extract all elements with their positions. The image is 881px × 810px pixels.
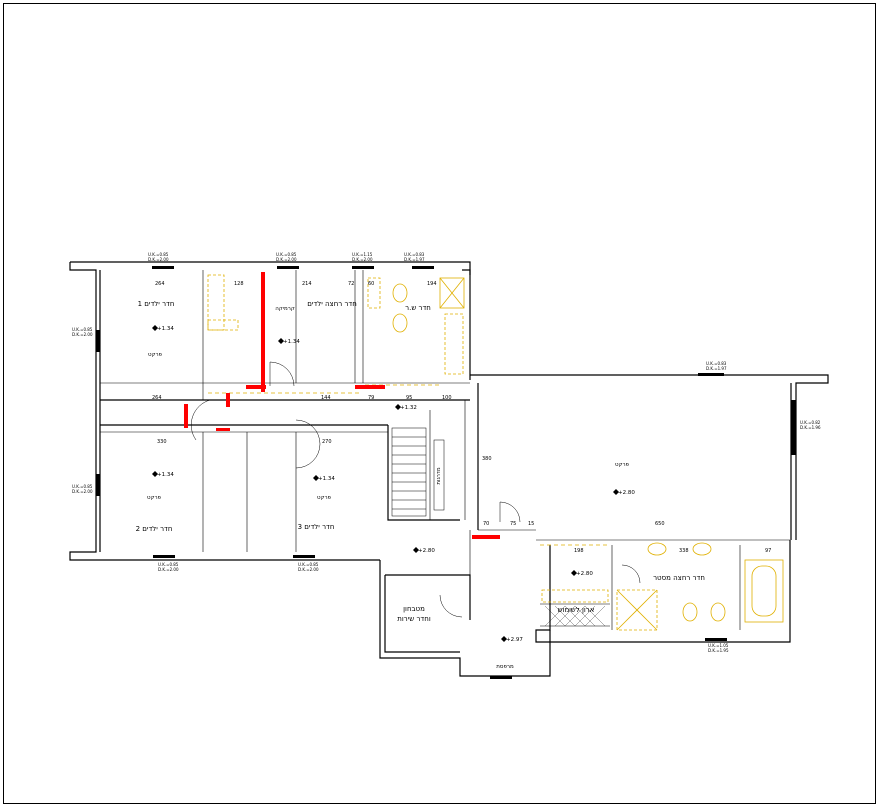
dimension: 198	[574, 548, 584, 554]
dimension-labels: 264 128 214 72 60 194 264 144 79 95 100 …	[152, 281, 771, 554]
level-markers: +1.34 +1.34 +1.34 +1.34 +1.32 +2.80 +2.8…	[157, 326, 635, 643]
dimension: 194	[427, 281, 437, 287]
demolished-walls	[184, 272, 500, 539]
level-marker: +1.34	[283, 339, 300, 345]
room-label: מרפסת	[496, 664, 514, 670]
room-label: חדר רחצה מסטר	[653, 574, 705, 582]
stairs-label: מדרגות	[436, 467, 442, 484]
dimension: 264	[152, 395, 162, 401]
window-dk: D.K.=2.00	[148, 257, 169, 262]
room-label: חדר ילדים 2	[136, 525, 173, 533]
dimension: 144	[321, 395, 331, 401]
window-dk: D.K.=1.97	[404, 257, 425, 262]
window-dk: D.K.=1.97	[706, 366, 727, 371]
window-dk: D.K.=2.00	[158, 567, 179, 572]
level-marker: +2.97	[506, 637, 523, 643]
level-marker: +1.34	[157, 326, 174, 332]
room-finish: פרקט	[148, 352, 163, 358]
room-finish: קרמיקה	[275, 306, 295, 312]
room-label: חדר ילדים 1	[138, 300, 175, 308]
dimension: 100	[442, 395, 452, 401]
dimension: 95	[406, 395, 412, 401]
sanitary-fixtures	[207, 274, 784, 631]
dimension: 214	[302, 281, 312, 287]
window-marks	[96, 266, 796, 679]
room-finish: פרקט	[147, 495, 162, 501]
room-label: חדר ילדים 3	[298, 523, 335, 531]
window-uk: U.K.=0.85	[72, 484, 93, 489]
window-uk: U.K.=0.83	[706, 361, 727, 366]
dimension: 264	[155, 281, 165, 287]
window-uk: U.K.=1.05	[708, 643, 729, 648]
exterior-walls	[69, 261, 829, 677]
dimension: 650	[655, 521, 665, 527]
dimension: 380	[482, 456, 492, 462]
window-uk: U.K.=0.85	[72, 327, 93, 332]
dimension: 75	[510, 521, 516, 527]
level-diamonds	[152, 325, 619, 642]
room-label: חדר ש.ר	[405, 304, 431, 312]
dimension: 60	[368, 281, 374, 287]
drawing-frame	[3, 3, 876, 804]
dimension: 270	[322, 439, 332, 445]
window-dk: D.K.=2.00	[276, 257, 297, 262]
level-marker: +1.34	[157, 472, 174, 478]
window-uk: U.K.=0.85	[148, 252, 169, 257]
dimension: 128	[234, 281, 244, 287]
level-marker: +1.32	[400, 405, 417, 411]
window-dk: D.K.=1.95	[708, 648, 729, 653]
window-uk: U.K.=0.82	[800, 420, 821, 425]
dimension: 15	[528, 521, 534, 527]
dimension: 338	[679, 548, 689, 554]
interior-walls	[100, 270, 790, 630]
dimension: 72	[348, 281, 354, 287]
room-label: וחדר שירות	[397, 615, 431, 623]
room-finish: פרקט	[615, 462, 630, 468]
window-dk: D.K.=1.96	[800, 425, 821, 430]
room-label: ארון לשימוש	[558, 606, 595, 614]
window-dk: D.K.=2.00	[352, 257, 373, 262]
window-tags: U.K.=0.85 D.K.=2.00 U.K.=0.85 D.K.=2.00 …	[72, 252, 821, 653]
window-uk: U.K.=0.85	[276, 252, 297, 257]
level-marker: +1.34	[318, 476, 335, 482]
dimension: 330	[157, 439, 167, 445]
room-label: חדר רחצה ילדים	[307, 300, 357, 308]
closet-hatch	[544, 605, 606, 627]
level-marker: +2.80	[618, 490, 635, 496]
staircase	[391, 427, 445, 517]
window-dk: D.K.=2.00	[72, 332, 93, 337]
window-uk: U.K.=1.15	[352, 252, 373, 257]
room-labels: חדר ילדים 1 פרקט חדר רחצה ילדים קרמיקה ח…	[136, 300, 705, 670]
window-dk: D.K.=2.00	[298, 567, 319, 572]
level-marker: +2.80	[418, 548, 435, 554]
dimension: 70	[483, 521, 489, 527]
window-uk: U.K.=0.83	[404, 252, 425, 257]
window-uk: U.K.=0.85	[158, 562, 179, 567]
dimension: 97	[765, 548, 771, 554]
window-dk: D.K.=2.00	[72, 489, 93, 494]
dimension: 79	[368, 395, 374, 401]
room-label: מטבחון	[403, 605, 425, 613]
room-finish: פרקט	[317, 495, 332, 501]
level-marker: +2.80	[576, 571, 593, 577]
door-swings	[190, 361, 641, 618]
window-uk: U.K.=0.85	[298, 562, 319, 567]
